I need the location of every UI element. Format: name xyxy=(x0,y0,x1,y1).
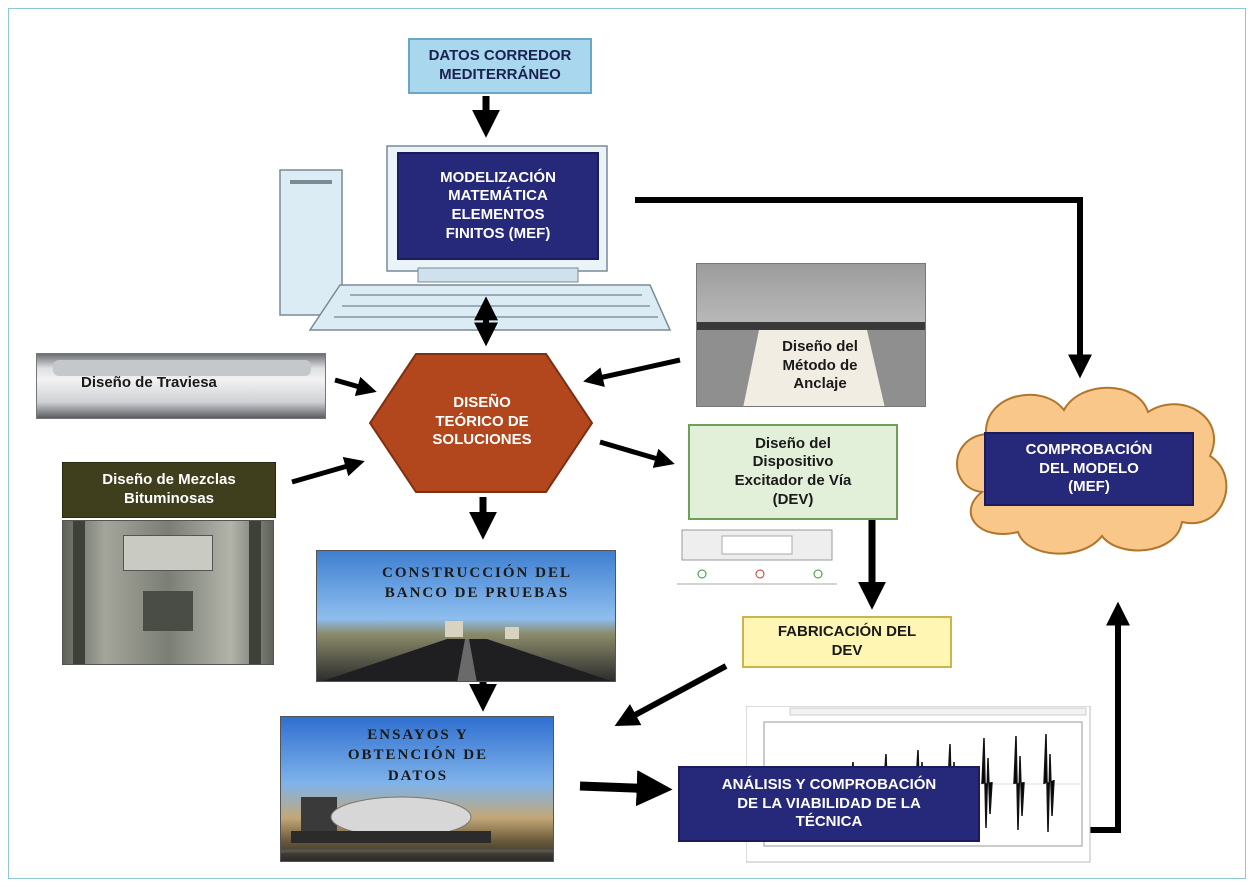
ensayos-label: ENSAYOS Y OBTENCIÓN DE DATOS xyxy=(347,727,489,784)
comprobacion-box: COMPROBACIÓN DEL MODELO (MEF) xyxy=(984,432,1194,506)
mef-modeling-box: MODELIZACIÓN MATEMÁTICA ELEMENTOS FINITO… xyxy=(397,152,599,260)
anclaje-label: Diseño del Método de Anclaje xyxy=(782,337,858,393)
datos-corredor-box: DATOS CORREDOR MEDITERRÁNEO xyxy=(408,38,592,94)
ensayos-photo: ENSAYOS Y OBTENCIÓN DE DATOS xyxy=(280,716,554,862)
fabricacion-box: FABRICACIÓN DEL DEV xyxy=(742,616,952,668)
arrow-mezclas-to-diseno xyxy=(291,456,365,485)
arrow-fabricacion-to-ensayos xyxy=(614,663,728,726)
arrow-mef-to-comprobacion xyxy=(635,197,1092,379)
computer-tower xyxy=(279,169,343,316)
diseno-teorico-label: DISEÑO TEÓRICO DE SOLUCIONES xyxy=(432,393,532,449)
mezclas-machine-photo xyxy=(62,520,274,665)
arrow-diseno-to-dev xyxy=(599,439,675,468)
diagram-frame xyxy=(8,8,1246,879)
arrow-anclaje-to-diseno xyxy=(583,357,681,387)
traviesa-label: Diseño de Traviesa xyxy=(81,374,217,391)
arrow-traviesa-to-diseno xyxy=(334,376,377,397)
construccion-photo: CONSTRUCCIÓN DEL BANCO DE PRUEBAS xyxy=(316,550,616,682)
traviesa-photo: Diseño de Traviesa xyxy=(36,353,326,419)
dev-box: Diseño del Dispositivo Excitador de Vía … xyxy=(688,424,898,520)
construccion-label: CONSTRUCCIÓN DEL BANCO DE PRUEBAS xyxy=(382,565,572,602)
arrow-ensayos-to-analisis xyxy=(579,770,673,807)
analisis-box: ANÁLISIS Y COMPROBACIÓN DE LA VIABILIDAD… xyxy=(678,766,980,842)
diseno-teorico-hexagon xyxy=(368,353,594,493)
anclaje-photo: Diseño del Método de Anclaje xyxy=(696,263,926,407)
mezclas-box: Diseño de Mezclas Bituminosas xyxy=(62,462,276,518)
dev-schematic xyxy=(677,529,837,585)
